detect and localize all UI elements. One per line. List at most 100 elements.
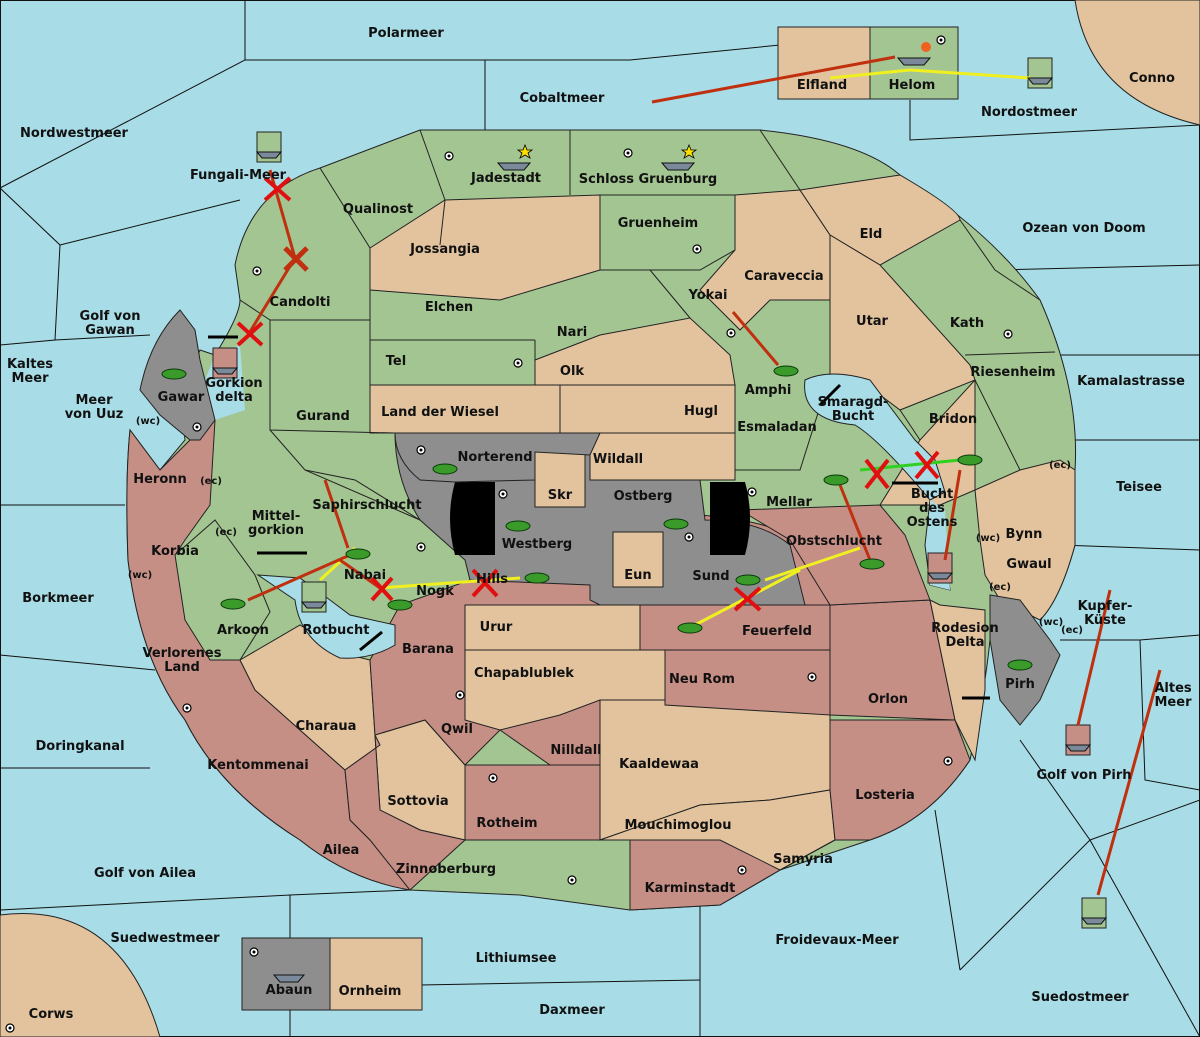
province-label-jadestadt[interactable]: Jadestadt: [470, 171, 541, 186]
province-label-kupfer-kueste[interactable]: Kupfer-Küste: [1078, 599, 1133, 628]
province-label-abaun[interactable]: Abaun: [266, 983, 313, 998]
province-label-losteria[interactable]: Losteria: [855, 788, 915, 803]
province-label-golf-von-ailea[interactable]: Golf von Ailea: [94, 866, 196, 881]
province-label-tel[interactable]: Tel: [386, 354, 406, 369]
province-label-froidevaux-meer[interactable]: Froidevaux-Meer: [775, 933, 899, 948]
province-label-suedostmeer[interactable]: Suedostmeer: [1031, 990, 1129, 1005]
province-label-daxmeer[interactable]: Daxmeer: [539, 1003, 605, 1018]
province-label-saphirschlucht[interactable]: Saphirschlucht: [312, 498, 421, 513]
province-label-norterend[interactable]: Norterend: [457, 450, 532, 465]
province-label-gwaul[interactable]: Gwaul: [1006, 557, 1051, 572]
province-label-cobaltmeer[interactable]: Cobaltmeer: [520, 91, 605, 106]
province-label-obstschlucht[interactable]: Obstschlucht: [786, 534, 882, 549]
province-label-sottovia[interactable]: Sottovia: [387, 794, 448, 809]
province-label-ornheim[interactable]: Ornheim: [339, 984, 402, 999]
province-label-kamalastrasse[interactable]: Kamalastrasse: [1077, 374, 1185, 389]
province-label-qualinost[interactable]: Qualinost: [343, 202, 413, 217]
province-label-riesenheim[interactable]: Riesenheim: [970, 365, 1055, 380]
province-label-elchen[interactable]: Elchen: [425, 300, 473, 315]
province-label-utar[interactable]: Utar: [856, 314, 889, 329]
province-label-lithiumsee[interactable]: Lithiumsee: [476, 951, 557, 966]
province-label-corws[interactable]: Corws: [29, 1007, 74, 1022]
province-label-kath[interactable]: Kath: [950, 316, 984, 331]
province-label-conno[interactable]: Conno: [1129, 71, 1175, 86]
province-label-westberg[interactable]: Westberg: [502, 537, 572, 552]
province-label-mellar[interactable]: Mellar: [766, 495, 812, 510]
province-label-korbia[interactable]: Korbia: [151, 544, 199, 559]
province-label-karminstadt[interactable]: Karminstadt: [645, 881, 736, 896]
province-label-pirh[interactable]: Pirh: [1005, 677, 1035, 692]
province-label-kaaldewaa[interactable]: Kaaldewaa: [619, 757, 699, 772]
province-label-kentommenai[interactable]: Kentommenai: [207, 758, 308, 773]
province-label-candolti[interactable]: Candolti: [270, 295, 331, 310]
province-label-nordwestmeer[interactable]: Nordwestmeer: [20, 126, 128, 141]
province-label-mittelgorkion[interactable]: Mittel-gorkion: [248, 509, 304, 538]
province-label-hills[interactable]: Hills: [476, 572, 508, 587]
province-label-nordostmeer[interactable]: Nordostmeer: [981, 105, 1078, 120]
province-label-eld[interactable]: Eld: [860, 227, 883, 242]
province-label-barana[interactable]: Barana: [402, 642, 454, 657]
province-label-sund[interactable]: Sund: [692, 569, 729, 584]
province-label-bridon[interactable]: Bridon: [929, 412, 977, 427]
province-label-heronn[interactable]: Heronn: [133, 472, 187, 487]
province-label-doringkanal[interactable]: Doringkanal: [35, 739, 124, 754]
coast-tag: (wc): [976, 533, 1000, 544]
province-label-eun[interactable]: Eun: [624, 568, 651, 583]
province-label-neu-rom[interactable]: Neu Rom: [669, 672, 735, 687]
province-label-nabai[interactable]: Nabai: [344, 568, 386, 583]
province-label-nilldall[interactable]: Nilldall: [550, 743, 601, 758]
province-label-ozean-von-doom[interactable]: Ozean von Doom: [1022, 221, 1145, 236]
province-label-chapablublek[interactable]: Chapablublek: [474, 666, 574, 681]
province-label-rotheim[interactable]: Rotheim: [476, 816, 537, 831]
province-label-ostberg[interactable]: Ostberg: [614, 489, 673, 504]
province-label-amphi[interactable]: Amphi: [745, 383, 792, 398]
province-label-gurand[interactable]: Gurand: [296, 409, 350, 424]
province-label-zinnoberburg[interactable]: Zinnoberburg: [396, 862, 496, 877]
province-label-caraveccia[interactable]: Caraveccia: [744, 269, 823, 284]
coast-tag: (ec): [215, 527, 237, 538]
province-label-schloss-gruenburg[interactable]: Schloss Gruenburg: [579, 172, 717, 187]
province-label-rotbucht[interactable]: Rotbucht: [303, 623, 370, 638]
province-label-jossangia[interactable]: Jossangia: [409, 242, 480, 257]
province-label-elfland[interactable]: Elfland: [797, 78, 847, 93]
province-label-polarmeer[interactable]: Polarmeer: [368, 26, 444, 41]
province-label-suedwestmeer[interactable]: Suedwestmeer: [110, 931, 220, 946]
coast-tag: (wc): [128, 570, 152, 581]
province-label-gruenheim[interactable]: Gruenheim: [618, 216, 698, 231]
province-label-orlon[interactable]: Orlon: [868, 692, 908, 707]
province-label-smaragd-bucht[interactable]: Smaragd-Bucht: [818, 395, 889, 424]
province-label-gawar[interactable]: Gawar: [158, 390, 205, 405]
province-label-golf-von-pirh[interactable]: Golf von Pirh: [1036, 768, 1131, 783]
province-label-hugl[interactable]: Hugl: [684, 404, 718, 419]
province-label-nari[interactable]: Nari: [557, 325, 588, 340]
province-label-land-der-wiesel[interactable]: Land der Wiesel: [381, 405, 499, 420]
province-label-olk[interactable]: Olk: [560, 364, 585, 379]
province-label-bynn[interactable]: Bynn: [1006, 527, 1043, 542]
coast-tag: (ec): [1049, 460, 1071, 471]
province-label-yokai[interactable]: Yokai: [687, 288, 727, 303]
province-label-esmaladan[interactable]: Esmaladan: [737, 420, 817, 435]
province-label-urur[interactable]: Urur: [480, 620, 513, 635]
province-label-qwil[interactable]: Qwil: [441, 722, 473, 737]
province-label-wildall[interactable]: Wildall: [593, 452, 643, 467]
province-label-helom[interactable]: Helom: [889, 78, 936, 93]
province-label-skr[interactable]: Skr: [548, 488, 573, 503]
province-label-fungali-meer[interactable]: Fungali-Meer: [190, 168, 287, 183]
province-label-arkoon[interactable]: Arkoon: [217, 623, 269, 638]
province-label-borkmeer[interactable]: Borkmeer: [22, 591, 94, 606]
province-label-teisee[interactable]: Teisee: [1116, 480, 1162, 495]
province-label-mouchimoglou[interactable]: Mouchimoglou: [625, 818, 732, 833]
province-label-samyria[interactable]: Samyria: [773, 852, 833, 867]
province-label-ailea[interactable]: Ailea: [323, 843, 360, 858]
province-label-nogk[interactable]: Nogk: [416, 584, 454, 599]
province-label-charaua[interactable]: Charaua: [296, 719, 357, 734]
province-label-feuerfeld[interactable]: Feuerfeld: [742, 624, 812, 639]
